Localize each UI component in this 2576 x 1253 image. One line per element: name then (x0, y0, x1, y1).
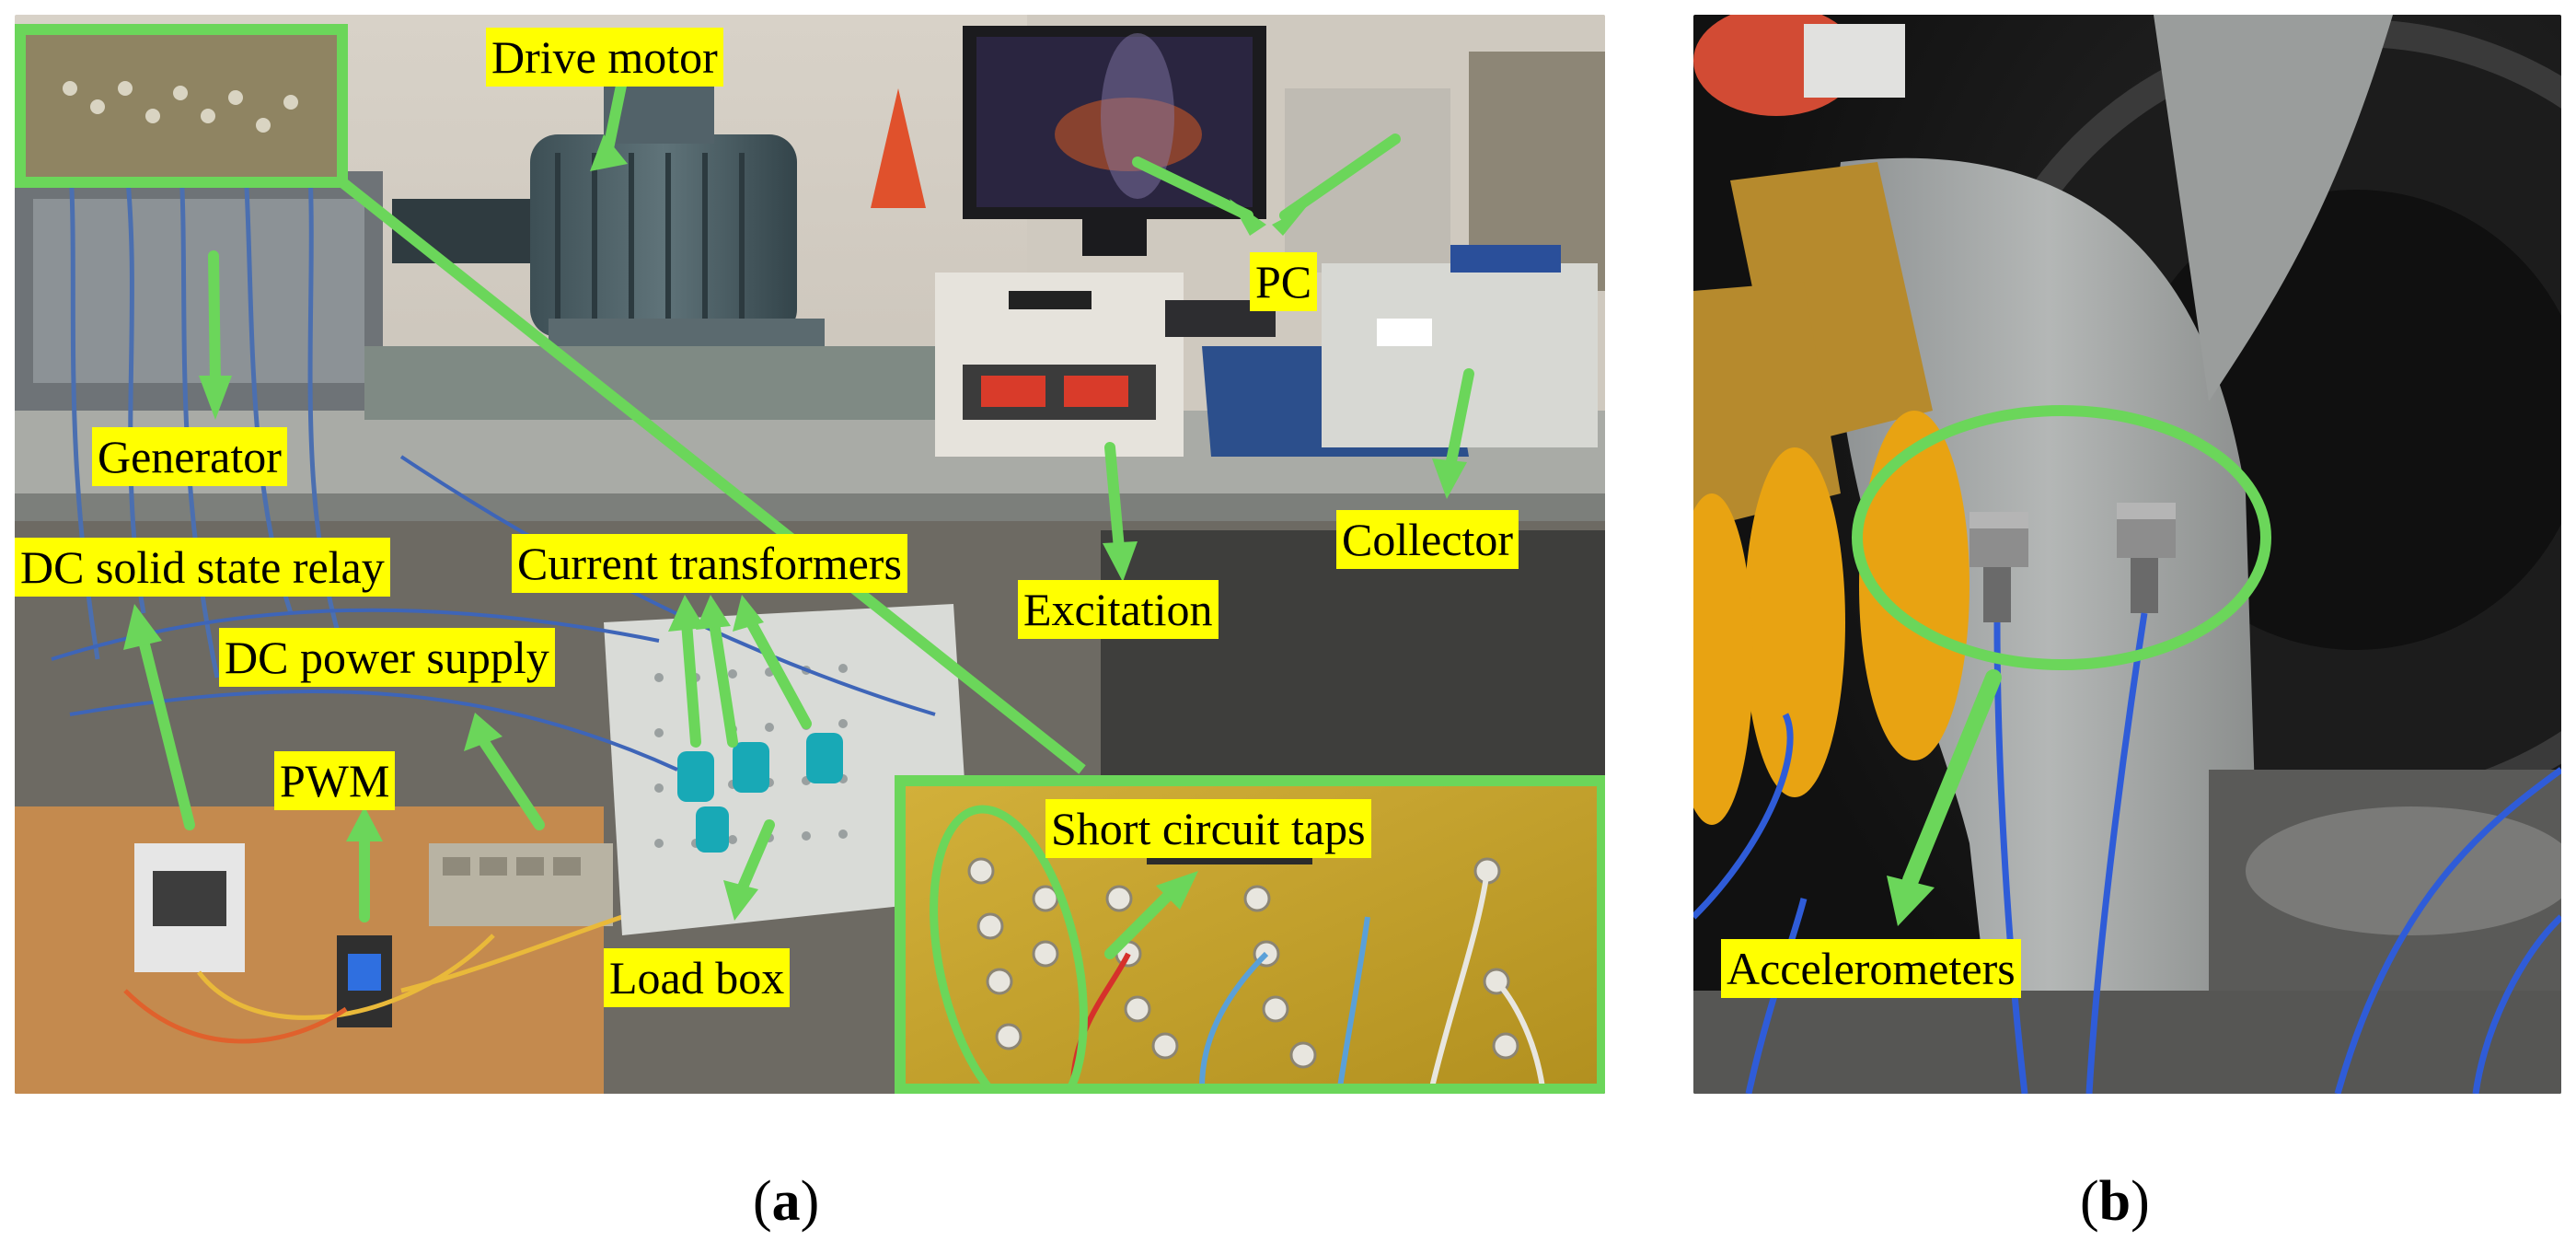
label-pc: PC (1250, 252, 1318, 311)
label-dc-solid-state-relay: DC solid state relay (15, 538, 390, 597)
photo-panel-a: Drive motor PC Generator Collector DC so… (15, 15, 1605, 1094)
caption-letter-b: b (2098, 1170, 2131, 1233)
label-accelerometers: Accelerometers (1721, 939, 2021, 998)
label-generator: Generator (92, 427, 287, 486)
accelerometer-photo (1693, 15, 2561, 1094)
caption-panel-b: (b) (2080, 1170, 2150, 1233)
label-current-transformers: Current transformers (512, 534, 907, 593)
label-load-box: Load box (604, 948, 791, 1007)
label-dc-power-supply: DC power supply (219, 628, 555, 687)
caption-letter-a: a (771, 1170, 801, 1233)
label-pwm: PWM (274, 751, 396, 810)
label-excitation: Excitation (1018, 580, 1219, 639)
label-short-circuit-taps: Short circuit taps (1045, 799, 1371, 858)
label-collector: Collector (1336, 510, 1519, 569)
photo-panel-b: Accelerometers (1693, 15, 2561, 1094)
caption-panel-a: (a) (753, 1170, 820, 1233)
label-drive-motor: Drive motor (486, 28, 723, 87)
